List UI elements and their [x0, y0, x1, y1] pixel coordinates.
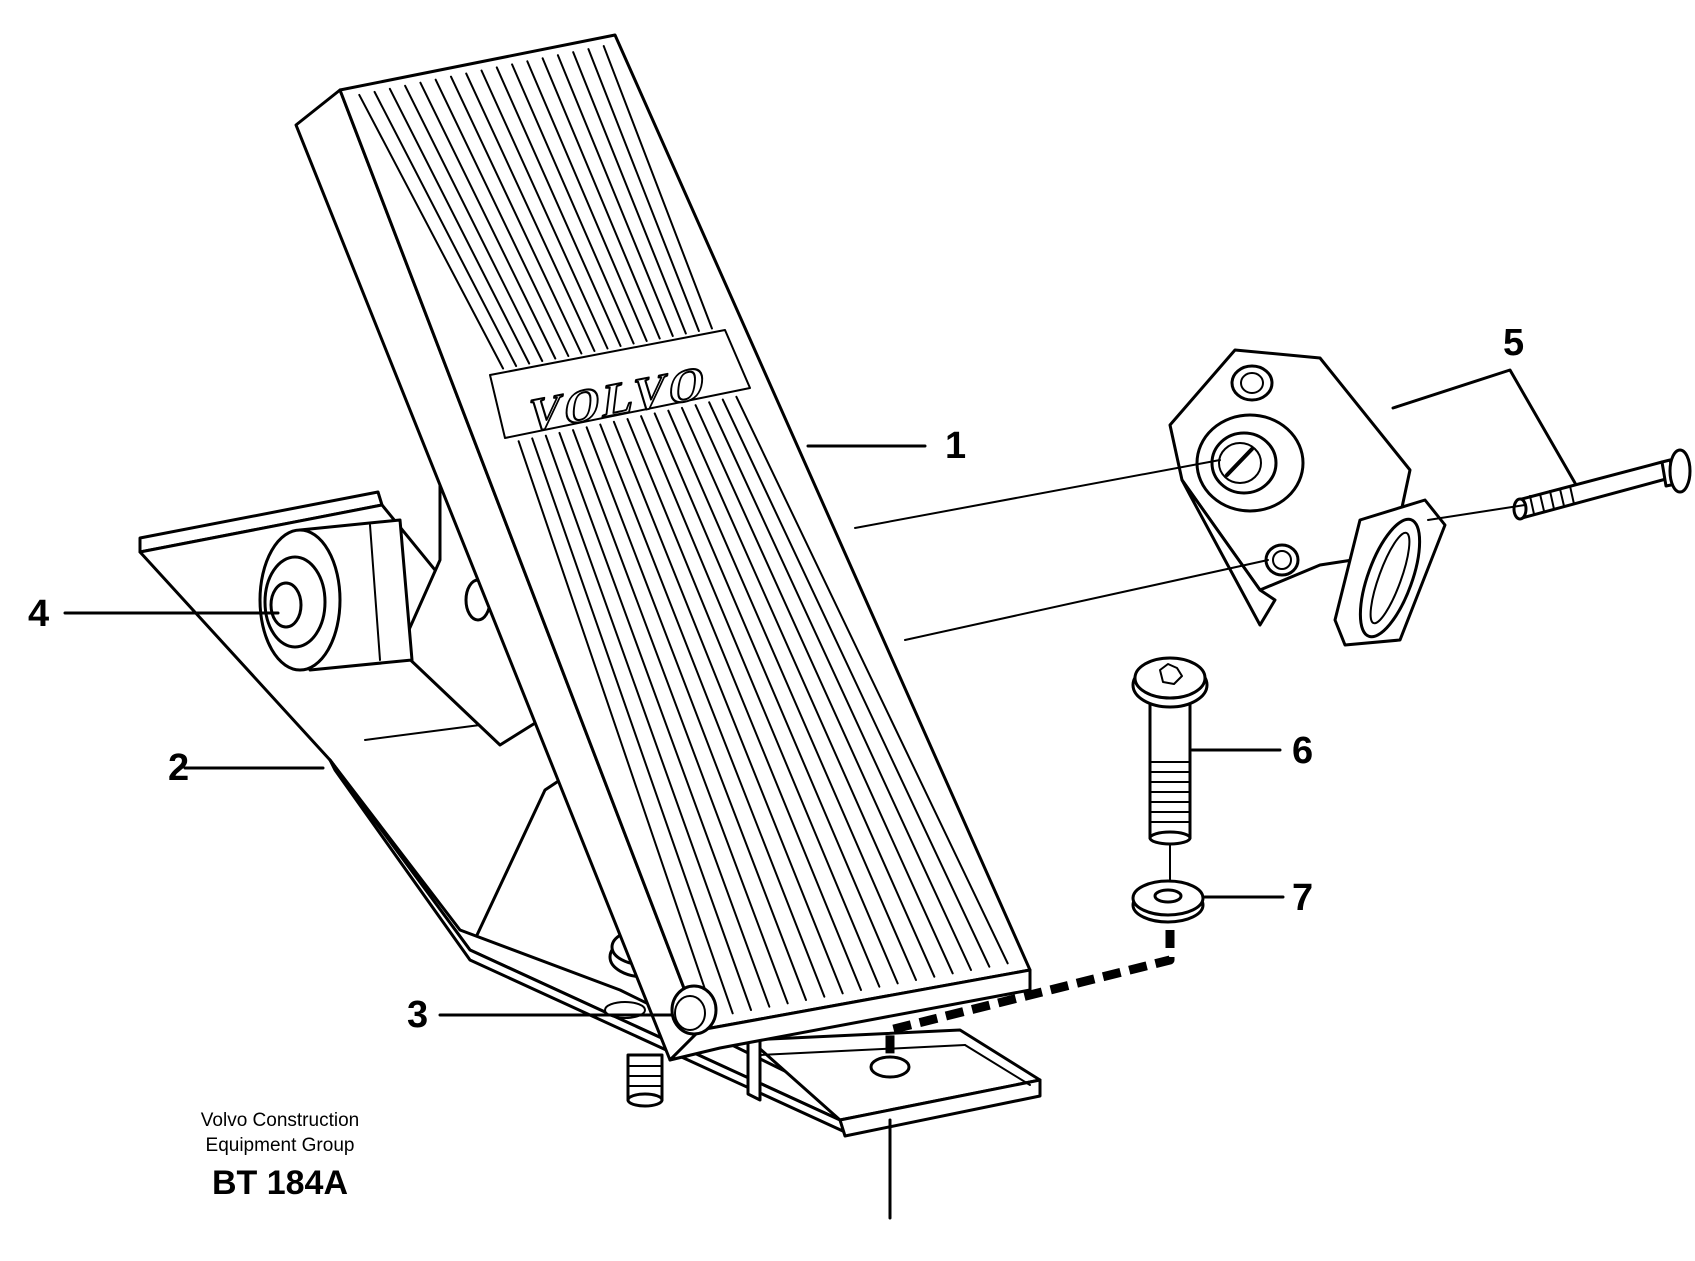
callout-6: 6 [1292, 730, 1313, 772]
pedal-rib [495, 66, 622, 347]
pedal-rib [612, 420, 844, 995]
callout-2: 2 [168, 747, 189, 789]
pedal-rib [735, 395, 1009, 965]
caption-line-1: Volvo Construction [200, 1110, 360, 1131]
alignment-lines [854, 459, 1526, 641]
pedal-rib [517, 440, 716, 1018]
pedal-rib [526, 60, 648, 342]
position-sensor [1168, 348, 1447, 647]
caption-line-2: Equipment Group [205, 1135, 355, 1156]
pedal-rib [599, 423, 826, 998]
torx-screw [1131, 656, 1209, 846]
pedal-rib [558, 431, 771, 1008]
sensor-screw [1512, 448, 1692, 521]
pedal-pad: VOLVO [294, 33, 1032, 1062]
pivot-shaft [258, 518, 414, 672]
callout-1: 1 [945, 425, 966, 467]
pedal-rib [544, 434, 752, 1011]
pedal-rib [531, 437, 734, 1015]
pedal-rib [626, 418, 862, 991]
publisher-caption: Volvo Construction Equipment Group BT 18… [150, 1108, 410, 1202]
pedal-rib [449, 75, 583, 355]
pedal-rib [465, 72, 596, 352]
pedal-rib [434, 78, 570, 357]
pedal-rib [708, 401, 972, 971]
pedal-rib [404, 84, 544, 362]
pedal-rib [541, 57, 661, 340]
pedal-rib [572, 429, 789, 1005]
pedal-rib [653, 412, 899, 985]
pedal-rib [585, 426, 807, 1001]
callout-5: 5 [1503, 322, 1524, 364]
pedal-rib [667, 409, 917, 981]
pedal-rib [721, 398, 991, 968]
pedal-rib [373, 90, 518, 367]
pedal-rib [511, 63, 635, 345]
pedal-rib [480, 69, 609, 350]
pedal-rib [556, 54, 674, 337]
callout-3: 3 [407, 994, 428, 1036]
pedal-rib [419, 81, 557, 360]
leader-lines [63, 368, 1577, 1017]
figure-code: BT 184A [211, 1164, 349, 1202]
washer [1131, 844, 1205, 924]
pedal-rib [358, 93, 505, 370]
callout-7: 7 [1292, 877, 1313, 919]
callout-4: 4 [28, 593, 49, 635]
pedal-rib [640, 415, 881, 988]
pedal-rib [587, 48, 700, 332]
pedal-rib [388, 87, 531, 365]
pedal-rib [572, 51, 687, 335]
pedal-rib [602, 45, 713, 330]
pedal-rib [694, 404, 954, 975]
pedal-rib [680, 406, 936, 978]
screw-install-path [885, 930, 1175, 1060]
